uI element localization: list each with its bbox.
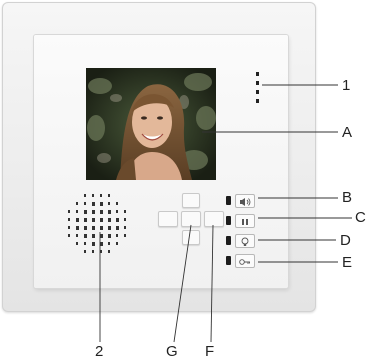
led-e <box>226 256 231 265</box>
grille-hole <box>108 250 110 253</box>
grille-hole <box>100 234 103 238</box>
grille-hole <box>100 242 103 246</box>
grille-hole <box>108 202 110 205</box>
grille-hole <box>100 250 102 253</box>
nav-key-left[interactable] <box>158 211 178 227</box>
speaker-icon[interactable] <box>235 194 255 208</box>
grille-hole <box>76 242 78 245</box>
grille-hole <box>108 218 111 222</box>
grille-hole <box>124 218 126 221</box>
grille-hole <box>76 210 78 213</box>
grille-hole <box>92 234 95 238</box>
grille-hole <box>84 202 86 205</box>
grille-hole <box>116 226 119 230</box>
grille-hole <box>84 226 87 230</box>
grille-hole <box>76 202 78 205</box>
grille-hole <box>84 194 86 197</box>
pause-icon[interactable] <box>235 214 255 228</box>
callout-b: B <box>342 189 353 206</box>
grille-hole <box>124 234 126 237</box>
grille-hole <box>92 210 95 214</box>
grille-hole <box>84 250 86 253</box>
signal-led-column <box>256 72 260 112</box>
grille-hole <box>100 226 103 230</box>
grille-hole <box>100 218 103 222</box>
callout-2: 2 <box>95 343 104 360</box>
grille-hole <box>124 210 126 213</box>
grille-hole <box>92 226 95 230</box>
grille-hole <box>92 242 95 246</box>
grille-hole <box>68 218 70 221</box>
grille-hole <box>68 210 70 213</box>
callout-1: 1 <box>342 77 351 94</box>
nav-key-right[interactable] <box>204 211 224 227</box>
grille-hole <box>100 202 103 206</box>
callout-f: F <box>205 343 215 360</box>
grille-hole <box>68 226 70 229</box>
grille-hole <box>108 226 111 230</box>
grille-hole <box>92 218 95 222</box>
callout-e: E <box>342 254 353 271</box>
grille-hole <box>100 210 103 214</box>
grille-hole <box>84 218 87 222</box>
grille-hole <box>76 234 78 237</box>
grille-hole <box>68 234 70 237</box>
nav-key-down[interactable] <box>182 230 200 245</box>
grille-hole <box>116 210 118 213</box>
grille-hole <box>108 242 110 245</box>
grille-hole <box>116 234 118 237</box>
callout-d: D <box>340 232 351 249</box>
nav-key-up[interactable] <box>182 193 200 208</box>
grille-hole <box>84 242 86 245</box>
grille-hole <box>116 202 118 205</box>
led-d <box>226 236 231 245</box>
grille-hole <box>92 194 94 197</box>
video-screen <box>86 68 216 180</box>
grille-hole <box>100 194 102 197</box>
camera-image <box>86 68 216 180</box>
key-icon[interactable] <box>235 254 255 268</box>
grille-hole <box>92 250 94 253</box>
callout-c: C <box>355 209 366 226</box>
grille-hole <box>116 218 119 222</box>
grille-hole <box>84 210 87 214</box>
speaker-grille <box>68 194 132 258</box>
callout-g: G <box>166 343 178 360</box>
led-b <box>226 196 231 205</box>
led-c <box>226 216 231 225</box>
grille-hole <box>116 242 118 245</box>
grille-hole <box>76 218 79 222</box>
light-bulb-icon[interactable] <box>235 234 255 248</box>
grille-hole <box>108 210 111 214</box>
grille-hole <box>84 234 87 238</box>
grille-hole <box>124 226 126 229</box>
grille-hole <box>108 194 110 197</box>
grille-hole <box>92 202 95 206</box>
grille-hole <box>108 234 111 238</box>
grille-hole <box>76 226 79 230</box>
callout-a: A <box>342 124 353 141</box>
